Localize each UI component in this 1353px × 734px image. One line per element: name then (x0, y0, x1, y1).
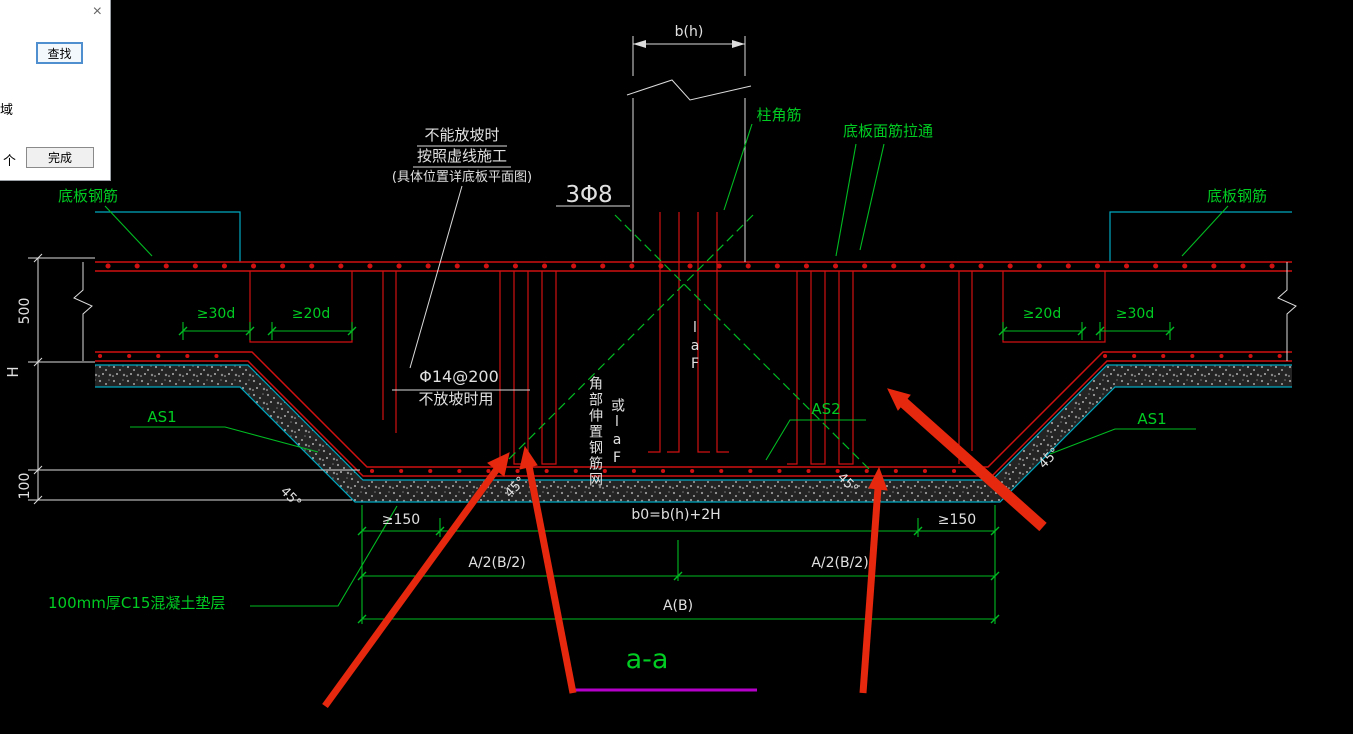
label-as2: AS2 (811, 400, 840, 418)
clipped-label-domain: 域 (0, 103, 14, 118)
annotation-arrow-1 (322, 452, 510, 709)
dim-ge30d-left: ≥30d (197, 306, 235, 322)
cyan-zone-lines (95, 211, 1292, 262)
note-line1: 不能放坡时 (424, 126, 499, 144)
done-button[interactable]: 完成 (26, 147, 94, 168)
annotation-arrow-2 (519, 445, 577, 694)
vtext-or-laf: 或laF (609, 398, 625, 468)
label-no-slope-use: 不放坡时用 (418, 390, 493, 408)
note-line2: 按照虚线施工 (417, 147, 507, 165)
vtext-corner-mesh: 角部伸置钢筋网 (587, 376, 603, 488)
dim-left-stack (28, 253, 360, 505)
dim-ge30d-right: ≥30d (1116, 306, 1154, 322)
dashed-slope-lines (497, 214, 871, 471)
dim-100: 100 (17, 473, 33, 500)
blinding-layer (95, 364, 1292, 503)
break-marks (73, 262, 1297, 361)
section-title: a-a (626, 644, 669, 675)
dim-ab: A(B) (663, 598, 693, 614)
label-column-corner-bar: 柱角筋 (756, 106, 801, 124)
label-as1-left: AS1 (147, 408, 176, 426)
slab-rebar-lines (95, 261, 1292, 477)
annotation-arrow-4 (887, 388, 1047, 532)
label-top-mesh-through: 底板面筋拉通 (843, 122, 933, 140)
label-slab-rebar-left: 底板钢筋 (58, 187, 118, 205)
label-phi14-200: Φ14@200 (419, 367, 499, 386)
dim-a2-left: A/2(B/2) (468, 555, 525, 571)
dim-ge150-left: ≥150 (382, 512, 420, 528)
angle-45-1: 45° (277, 484, 304, 511)
label-slab-rebar-right: 底板钢筋 (1207, 187, 1267, 205)
label-blinding: 100mm厚C15混凝土垫层 (48, 594, 225, 612)
dim-bh: b(h) (675, 24, 704, 40)
column-rebar (648, 212, 729, 453)
white-leaders (392, 145, 630, 391)
pit-rebar-right-group (787, 271, 973, 465)
note-line3: (具体位置详底板平面图) (392, 169, 532, 185)
vtext-laf: laF (687, 320, 703, 374)
top-bar-hooks (249, 271, 1106, 343)
annotation-arrow-3 (859, 466, 888, 694)
close-icon[interactable]: × (92, 3, 102, 20)
find-button[interactable]: 查找 (36, 42, 83, 64)
column-outline (626, 56, 752, 262)
label-as1-right: AS1 (1137, 410, 1166, 428)
green-leaders (104, 123, 1229, 607)
dim-hook-lengths (178, 322, 1175, 340)
dim-ge20d-left: ≥20d (292, 306, 330, 322)
floating-dialog: × 查找 域 个 完成 (0, 0, 111, 181)
dim-500: 500 (17, 298, 33, 325)
dim-a2-right: A/2(B/2) (811, 555, 868, 571)
dim-bh-group (632, 36, 746, 58)
dim-ge20d-right: ≥20d (1023, 306, 1061, 322)
label-3phi8: 3Φ8 (565, 182, 612, 208)
dim-b0: b0=b(h)+2H (631, 507, 720, 523)
dim-h: H (4, 366, 22, 377)
dim-ge150-right: ≥150 (938, 512, 976, 528)
clipped-label-count: 个 (3, 154, 17, 169)
